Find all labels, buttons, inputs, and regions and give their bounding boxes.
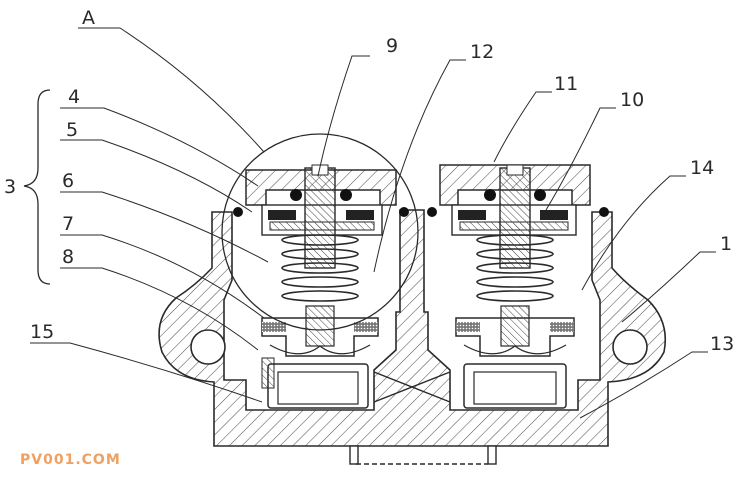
left-spring bbox=[281, 234, 359, 302]
right-stem bbox=[499, 167, 531, 269]
label-5: 5 bbox=[66, 119, 78, 141]
label-13: 13 bbox=[710, 333, 734, 355]
detail-circle-a bbox=[221, 133, 419, 331]
label-6: 6 bbox=[62, 170, 74, 192]
label-11: 11 bbox=[554, 73, 578, 95]
right-spring bbox=[476, 234, 554, 302]
bottom-pins bbox=[349, 445, 497, 465]
leader-lines bbox=[30, 27, 716, 419]
label-4: 4 bbox=[68, 86, 80, 108]
labels: A 4 5 3 6 7 8 15 9 12 11 10 14 1 13 bbox=[4, 7, 734, 355]
right-valve bbox=[427, 164, 609, 409]
valve-housing bbox=[158, 209, 667, 447]
label-15: 15 bbox=[30, 321, 54, 343]
mounting-hole-right bbox=[612, 329, 648, 365]
label-8: 8 bbox=[62, 246, 74, 268]
label-a: A bbox=[82, 7, 95, 29]
mounting-hole-left bbox=[190, 329, 226, 365]
left-stem bbox=[304, 167, 336, 269]
label-9: 9 bbox=[386, 35, 398, 57]
label-7: 7 bbox=[62, 213, 74, 235]
label-10: 10 bbox=[620, 89, 644, 111]
watermark: PV001.COM bbox=[20, 452, 121, 468]
label-3: 3 bbox=[4, 176, 16, 198]
left-valve bbox=[233, 164, 409, 409]
label-12: 12 bbox=[470, 41, 494, 63]
label-14: 14 bbox=[690, 157, 714, 179]
label-1: 1 bbox=[720, 233, 732, 255]
bracket-3 bbox=[23, 89, 51, 285]
cross-channel bbox=[373, 371, 451, 403]
